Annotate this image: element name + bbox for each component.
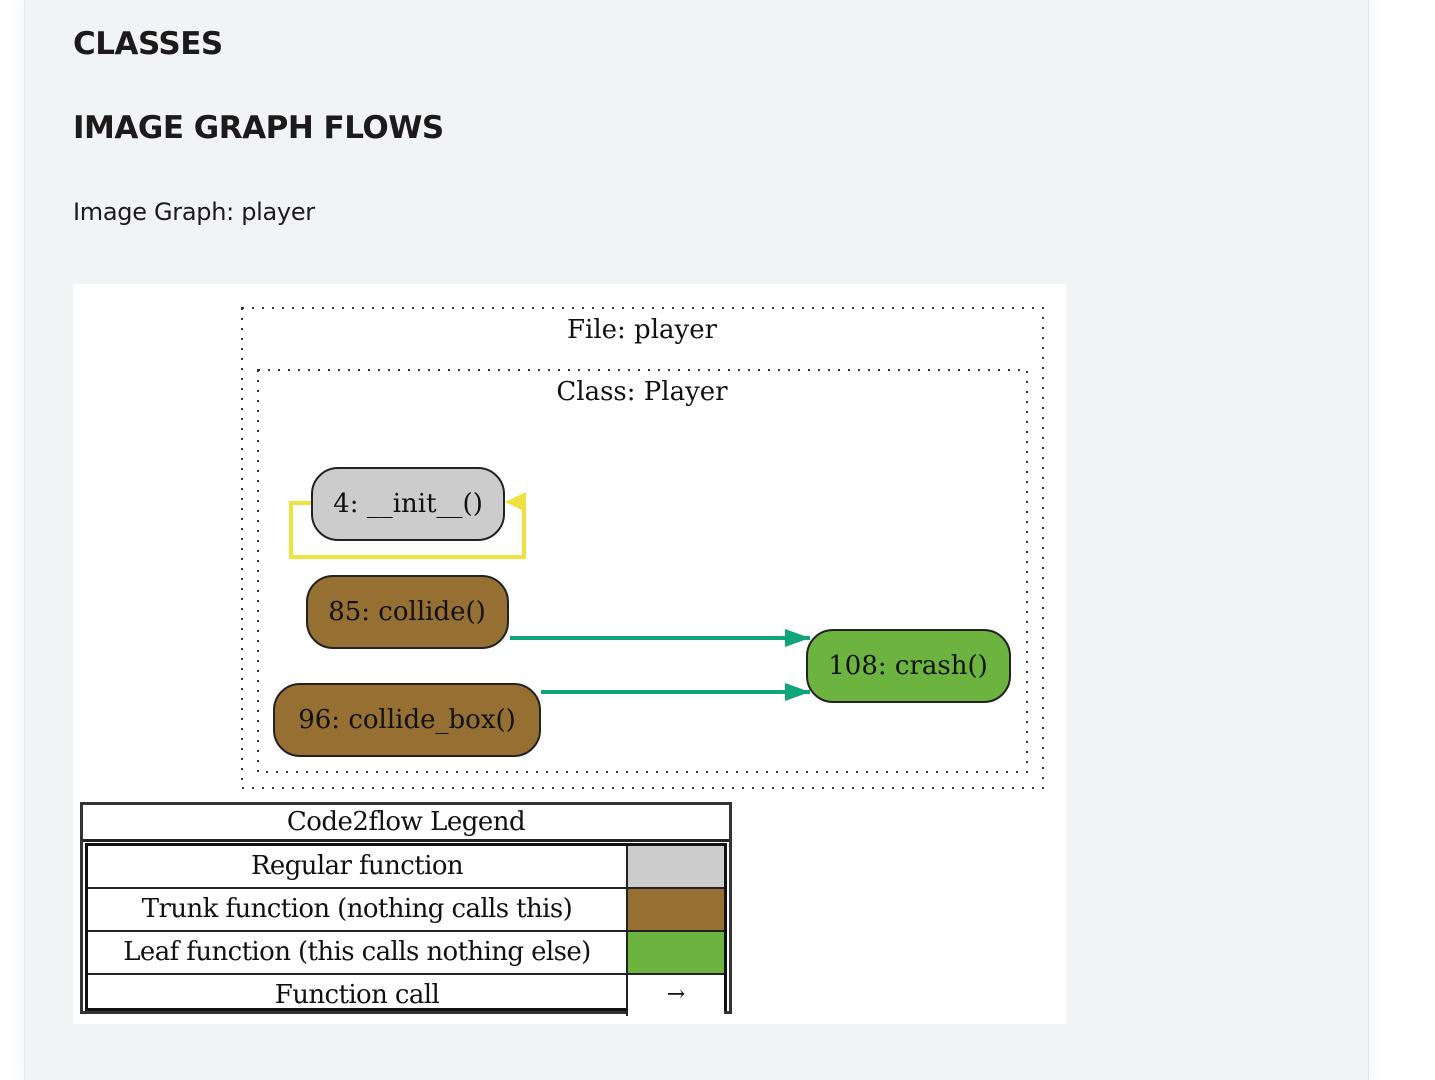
- node-collide-box[interactable]: 96: collide_box(): [273, 683, 541, 757]
- classes-heading: CLASSES: [73, 26, 223, 62]
- node-collide[interactable]: 85: collide(): [306, 575, 509, 649]
- edge-init-self-loop: [289, 501, 526, 559]
- edge-init-self-loop-arrowhead: [505, 492, 526, 512]
- legend-row-function-call: Function call →: [88, 975, 724, 1016]
- node-crash[interactable]: 108: crash(): [806, 629, 1011, 703]
- node-collide-label: 85: collide(): [328, 597, 486, 627]
- class-cluster-box: [257, 369, 1028, 773]
- legend-table: Regular function Trunk function (nothing…: [85, 843, 727, 1016]
- arrow-right-icon: →: [628, 975, 724, 1016]
- legend-label: Leaf function (this calls nothing else): [88, 932, 628, 973]
- call-graph-image: File: player Class: Player 4: __init__()…: [73, 284, 1066, 1024]
- image-graph-flows-heading: IMAGE GRAPH FLOWS: [73, 110, 444, 146]
- edge-collide-to-crash-arrowhead: [785, 629, 810, 647]
- node-init-label: 4: __init__(): [333, 489, 483, 519]
- call-graph-svg: File: player Class: Player 4: __init__()…: [241, 307, 1044, 789]
- legend-row-trunk: Trunk function (nothing calls this): [88, 889, 724, 932]
- leaf-function-swatch: [628, 932, 724, 973]
- image-graph-title: Image Graph: player: [73, 198, 315, 226]
- file-cluster-box: [241, 307, 1044, 789]
- legend: Code2flow Legend Regular function Trunk …: [80, 802, 732, 1016]
- legend-row-regular: Regular function: [88, 846, 724, 889]
- node-init[interactable]: 4: __init__(): [311, 467, 505, 541]
- node-collide-box-label: 96: collide_box(): [298, 705, 516, 735]
- class-cluster-label: Class: Player: [556, 377, 728, 407]
- node-crash-label: 108: crash(): [828, 651, 988, 681]
- trunk-function-swatch: [628, 889, 724, 930]
- legend-title: Code2flow Legend: [83, 805, 729, 842]
- legend-label: Regular function: [88, 846, 628, 887]
- legend-row-leaf: Leaf function (this calls nothing else): [88, 932, 724, 975]
- edge-collide-box-to-crash-arrowhead: [785, 683, 810, 701]
- legend-label: Function call: [88, 975, 628, 1016]
- file-cluster-label: File: player: [567, 315, 718, 345]
- legend-label: Trunk function (nothing calls this): [88, 889, 628, 930]
- regular-function-swatch: [628, 846, 724, 887]
